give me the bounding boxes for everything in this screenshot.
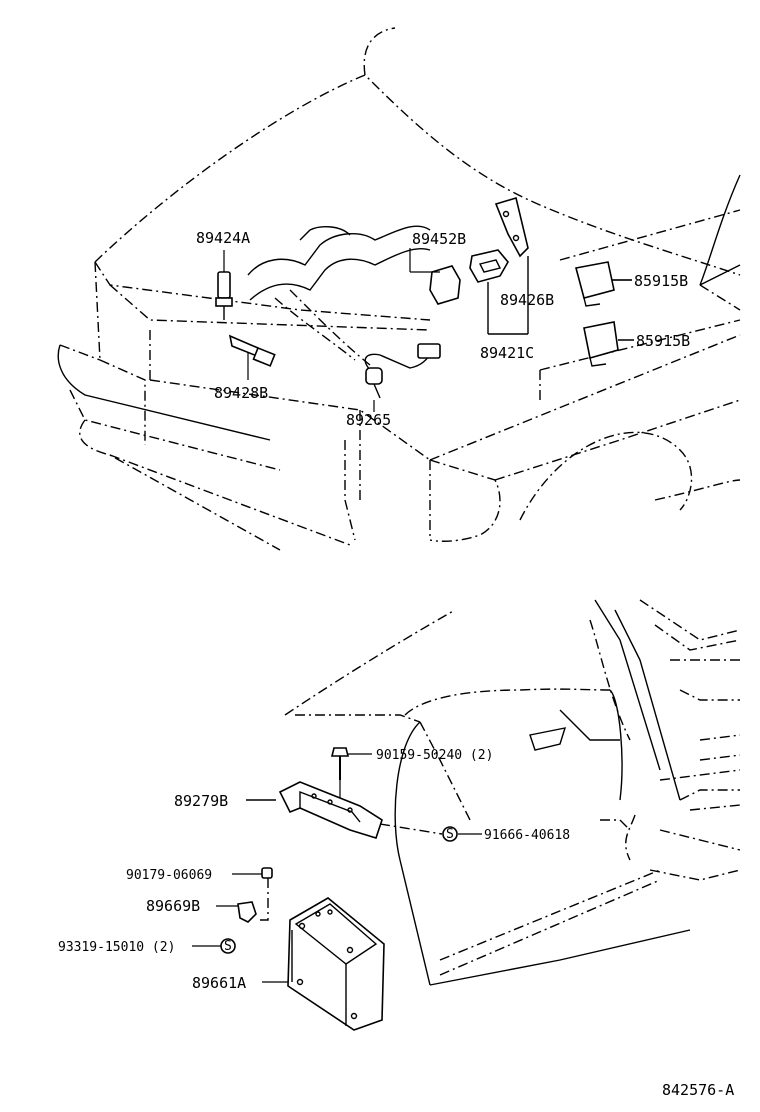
part-90159-bolt <box>330 747 372 800</box>
drawing-code: 842576-A <box>662 1081 734 1099</box>
part-89426B-bracket <box>488 196 529 335</box>
part-85915B-relay-lower <box>583 321 634 367</box>
rear-vehicle-outline <box>284 599 741 986</box>
label-89669B: 89669B <box>146 897 200 915</box>
part-89661A-control-module <box>262 897 385 1031</box>
top-labels: 89424A 89452B 89426B 89421C 85915B 85915… <box>196 229 690 429</box>
label-89424A: 89424A <box>196 229 250 247</box>
bottom-labels: 90159-50240 (2) 89279B 91666-40618 90179… <box>58 748 570 992</box>
part-93319-screw: S <box>192 938 236 954</box>
part-89279B-bracket <box>246 781 383 839</box>
svg-text:S: S <box>224 939 232 954</box>
label-89279B: 89279B <box>174 792 228 810</box>
part-91666-clip: S <box>379 823 482 842</box>
label-85915B-lower: 85915B <box>636 332 690 350</box>
label-90179-06069: 90179-06069 <box>126 868 212 883</box>
part-89421C-sensor <box>469 249 509 334</box>
part-89428B-sensor <box>228 334 276 380</box>
label-89428B: 89428B <box>214 384 268 402</box>
label-89265: 89265 <box>346 411 391 429</box>
part-89452B-connector <box>409 248 461 305</box>
top-leader-lines <box>612 279 634 341</box>
part-89265-sensor <box>364 343 441 412</box>
svg-text:S: S <box>446 827 454 842</box>
label-89421C: 89421C <box>480 344 534 362</box>
part-85915B-relay-upper <box>575 261 632 307</box>
label-89661A: 89661A <box>192 974 246 992</box>
front-vehicle-outline <box>57 27 741 551</box>
label-89452B: 89452B <box>412 230 466 248</box>
label-91666-40618: 91666-40618 <box>484 828 570 843</box>
part-90179-nut <box>232 867 273 921</box>
label-85915B-upper: 85915B <box>634 272 688 290</box>
part-89424A-sensor <box>215 250 233 320</box>
part-89669B-bracket <box>216 901 257 923</box>
label-93319-15010: 93319-15010 (2) <box>58 940 175 955</box>
label-90159-50240: 90159-50240 (2) <box>376 748 493 763</box>
label-89426B: 89426B <box>500 291 554 309</box>
